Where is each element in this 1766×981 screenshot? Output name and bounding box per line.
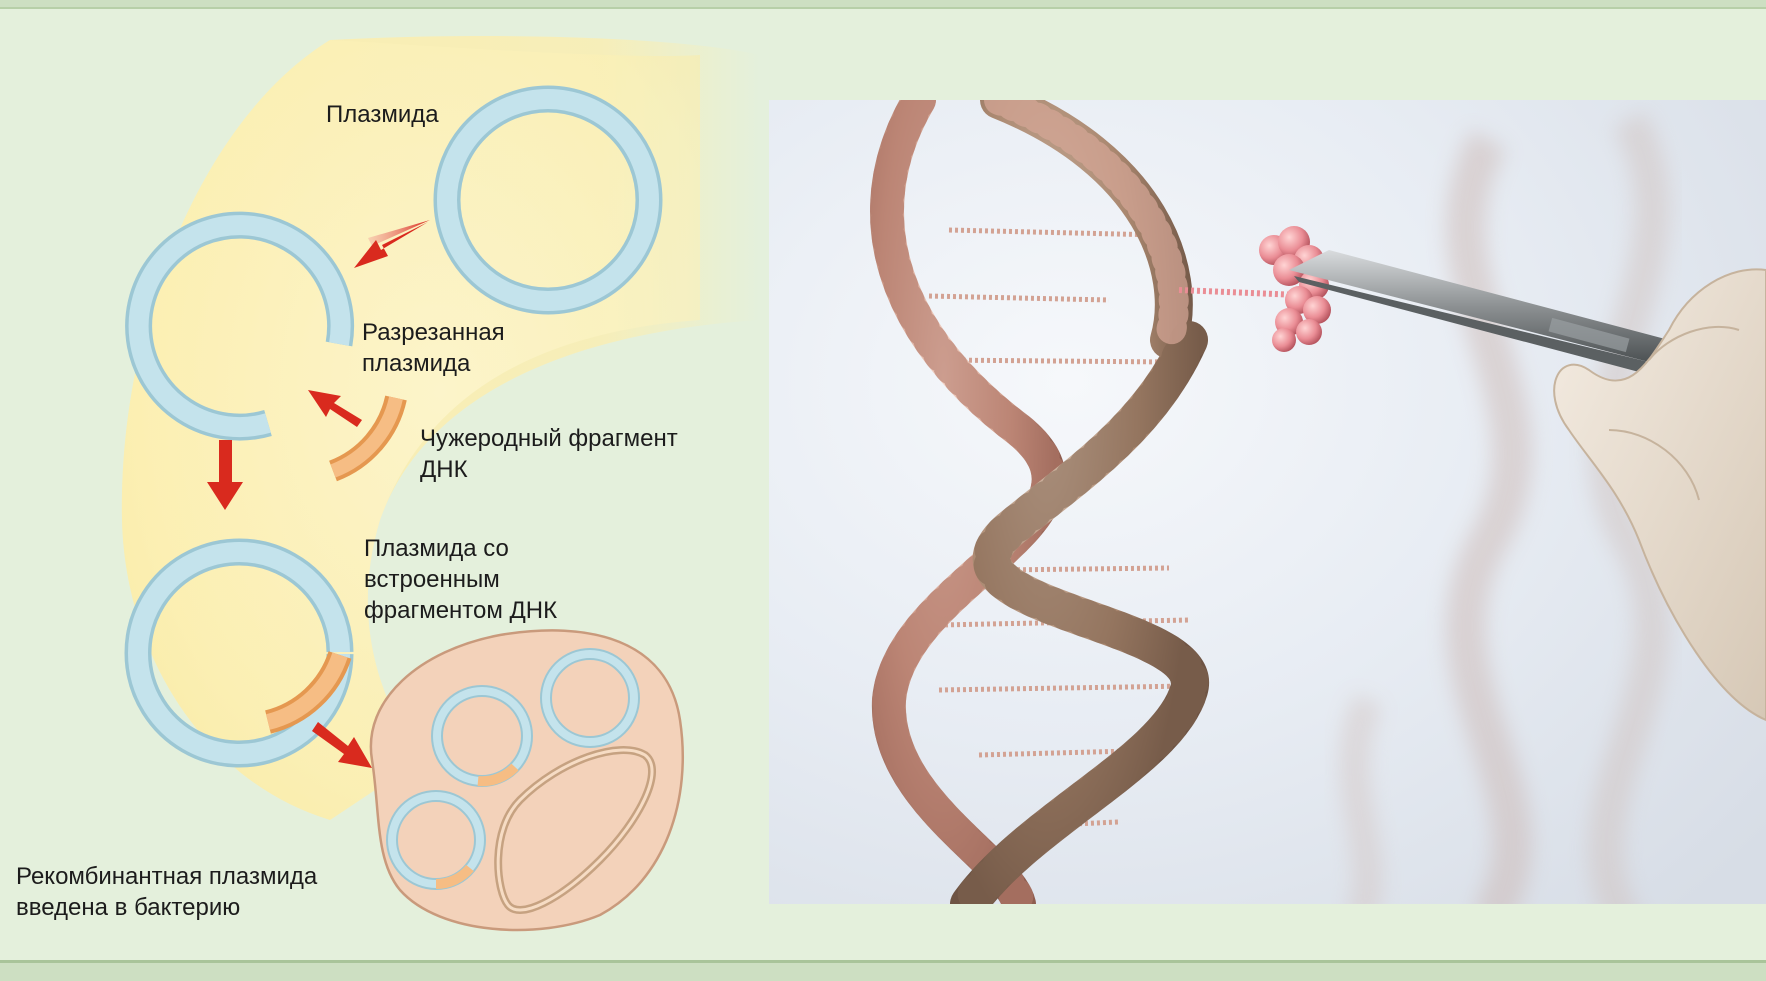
label-plasmid-with-fragment: Плазмида со встроенным фрагментом ДНК bbox=[364, 533, 557, 626]
bacterium-icon bbox=[371, 630, 683, 930]
label-plasmid: Плазмида bbox=[326, 99, 439, 130]
label-foreign-fragment: Чужеродный фрагмент ДНК bbox=[420, 423, 678, 485]
label-recombinant-in-bacterium: Рекомбинантная плазмида введена в бактер… bbox=[16, 861, 317, 923]
label-cut-plasmid: Разрезанная плазмида bbox=[362, 317, 505, 379]
dna-photo bbox=[769, 100, 1766, 904]
